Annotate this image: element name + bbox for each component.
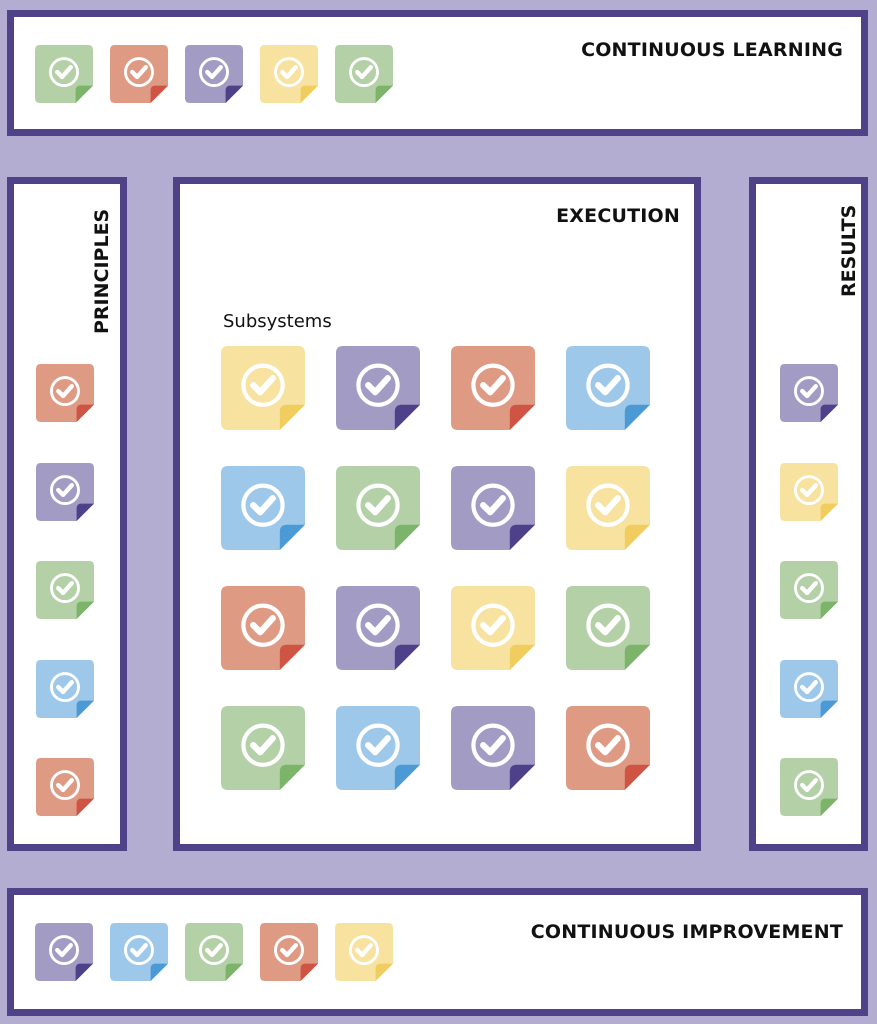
sticky-note-check-icon [451,466,535,550]
subsystem-note [566,346,650,430]
results-title: RESULTS [838,204,860,297]
subsystem-note [221,586,305,670]
sticky-note-check-icon [566,586,650,670]
sticky-note-check-icon [260,45,318,103]
sticky-note-check-icon [36,758,94,816]
continuous-improvement-title: CONTINUOUS IMPROVEMENT [530,921,843,943]
learning-note [185,45,243,103]
learning-note [260,45,318,103]
subsystem-note [451,466,535,550]
improvement-note [335,923,393,981]
result-note [780,462,838,521]
sticky-note-check-icon [35,45,93,103]
subsystem-note [336,346,420,430]
sticky-note-check-icon [780,462,838,521]
sticky-note-check-icon [566,706,650,790]
sticky-note-check-icon [780,561,838,619]
subsystem-note [566,706,650,790]
sticky-note-check-icon [335,923,393,981]
sticky-note-check-icon [221,466,305,550]
learning-note [110,45,168,103]
subsystem-note [336,466,420,550]
sticky-note-check-icon [260,923,318,981]
sticky-note-check-icon [36,364,94,422]
sticky-note-check-icon [36,462,94,521]
sticky-note-check-icon [451,706,535,790]
sticky-note-check-icon [110,923,168,981]
sticky-note-check-icon [36,659,94,718]
sticky-note-check-icon [336,706,420,790]
subsystem-note [451,586,535,670]
sticky-note-check-icon [336,466,420,550]
subsystem-note [336,586,420,670]
sticky-note-check-icon [221,346,305,430]
subsystem-note [221,466,305,550]
principle-note [36,364,94,422]
sticky-note-check-icon [336,586,420,670]
sticky-note-check-icon [780,758,838,816]
subsystems-label: Subsystems [223,311,332,332]
sticky-note-check-icon [451,346,535,430]
sticky-note-check-icon [221,706,305,790]
sticky-note-check-icon [221,586,305,670]
sticky-note-check-icon [185,45,243,103]
improvement-note [185,923,243,981]
subsystem-note [451,346,535,430]
principle-note [36,758,94,816]
subsystem-note [566,586,650,670]
learning-note [35,45,93,103]
sticky-note-check-icon [780,364,838,422]
sticky-note-check-icon [336,346,420,430]
sticky-note-check-icon [566,346,650,430]
principles-panel: PRINCIPLES [7,177,127,851]
sticky-note-check-icon [566,466,650,550]
learning-note [335,45,393,103]
continuous-learning-title: CONTINUOUS LEARNING [581,39,843,61]
principle-note [36,659,94,718]
execution-title: EXECUTION [556,205,680,227]
improvement-note [35,923,93,981]
principle-note [36,462,94,521]
sticky-note-check-icon [451,586,535,670]
sticky-note-check-icon [110,45,168,103]
sticky-note-check-icon [335,45,393,103]
improvement-note [260,923,318,981]
sticky-note-check-icon [185,923,243,981]
result-note [780,364,838,422]
subsystem-note [566,466,650,550]
principle-note [36,561,94,619]
principles-title: PRINCIPLES [91,208,113,334]
result-note [780,659,838,718]
result-note [780,758,838,816]
subsystem-note [336,706,420,790]
result-note [780,561,838,619]
improvement-note [110,923,168,981]
sticky-note-check-icon [36,561,94,619]
subsystem-note [221,346,305,430]
sticky-note-check-icon [35,923,93,981]
subsystem-note [451,706,535,790]
subsystem-note [221,706,305,790]
sticky-note-check-icon [780,659,838,718]
